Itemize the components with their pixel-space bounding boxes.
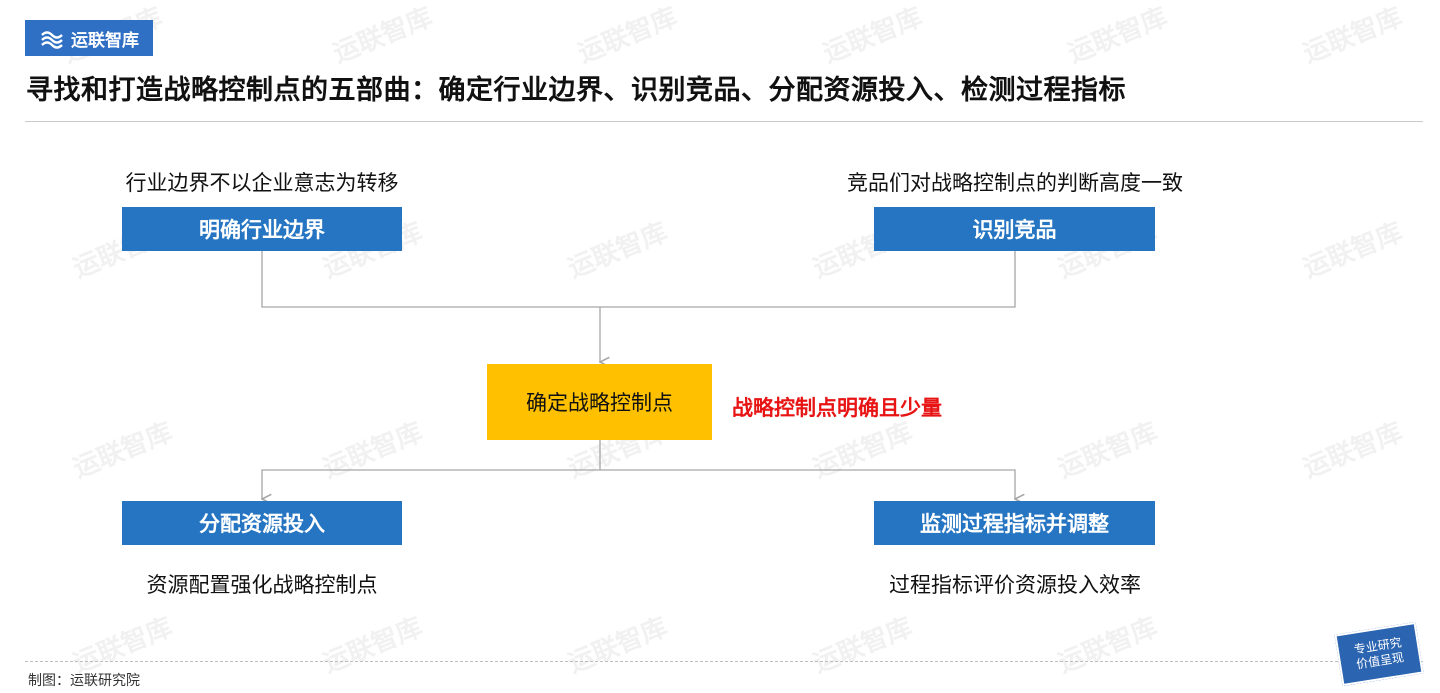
box-label: 监测过程指标并调整 bbox=[920, 512, 1109, 536]
box-monitor-process-metrics: 监测过程指标并调整 bbox=[874, 501, 1155, 545]
connector-bottom-left bbox=[262, 469, 600, 499]
logo-mark-icon bbox=[41, 31, 63, 49]
source-credit: 制图：运联研究院 bbox=[28, 673, 140, 689]
note-control-point: 战略控制点明确且少量 bbox=[732, 396, 942, 420]
box-identify-competitors: 识别竞品 bbox=[874, 207, 1155, 251]
caption-competitors: 竞品们对战略控制点的判断高度一致 bbox=[847, 171, 1183, 195]
connector-top-right bbox=[600, 251, 1016, 308]
page-title: 寻找和打造战略控制点的五部曲：确定行业边界、识别竞品、分配资源投入、检测过程指标 bbox=[26, 75, 1126, 106]
footer-divider bbox=[25, 661, 1423, 662]
brand-logo-text: 运联智库 bbox=[71, 30, 139, 51]
box-strategic-control-point: 确定战略控制点 bbox=[487, 364, 712, 440]
connector-top-left bbox=[261, 251, 600, 308]
title-divider bbox=[25, 121, 1423, 122]
box-label: 分配资源投入 bbox=[199, 512, 325, 536]
box-label: 确定战略控制点 bbox=[526, 391, 673, 415]
box-label: 识别竞品 bbox=[972, 218, 1057, 242]
caption-resource-allocation: 资源配置强化战略控制点 bbox=[146, 573, 378, 597]
caption-process-metrics: 过程指标评价资源投入效率 bbox=[889, 573, 1141, 597]
connector-bottom-right bbox=[600, 469, 1015, 499]
box-allocate-resources: 分配资源投入 bbox=[122, 501, 402, 545]
caption-industry-boundary: 行业边界不以企业意志为转移 bbox=[125, 171, 399, 195]
box-label: 明确行业边界 bbox=[199, 218, 325, 242]
box-define-industry-boundary: 明确行业边界 bbox=[122, 207, 402, 251]
brand-logo: 运联智库 bbox=[25, 20, 153, 56]
